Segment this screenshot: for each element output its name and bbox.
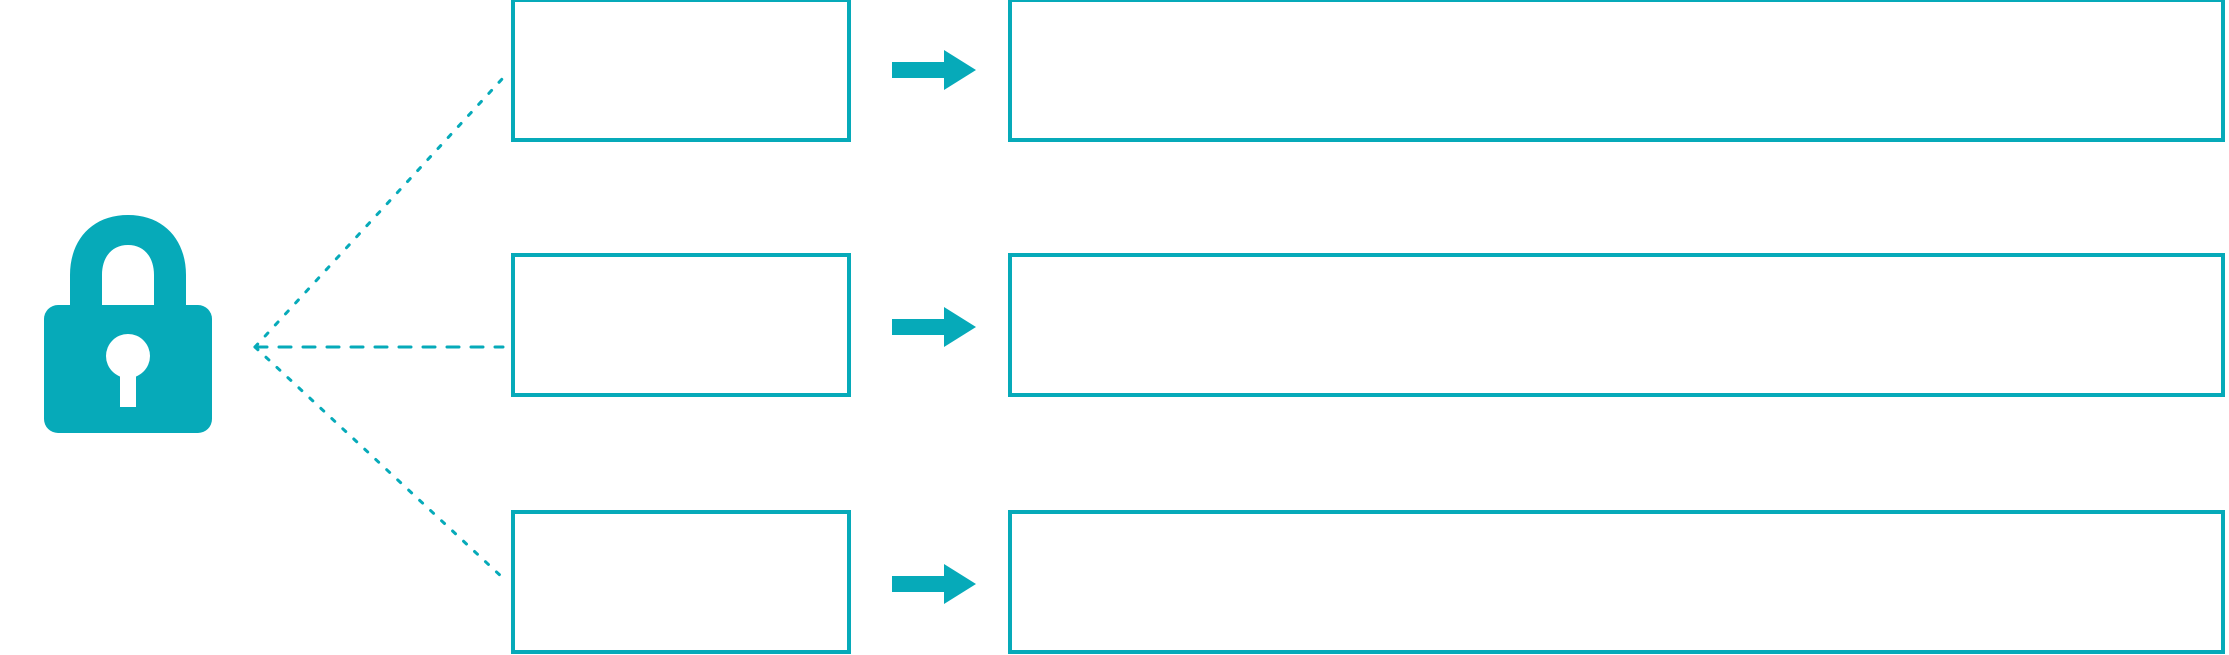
- effect-box-row-2[interactable]: [1008, 253, 2225, 397]
- cause-box-row-3[interactable]: [511, 510, 851, 654]
- effect-text-row-3: [1012, 514, 2221, 534]
- effect-text-row-1: [1012, 2, 2221, 22]
- right-arrow-icon-row-2: [892, 307, 976, 347]
- cause-box-row-1[interactable]: [511, 0, 851, 142]
- cause-text-row-3: [515, 514, 847, 534]
- right-arrow-icon-row-3: [892, 564, 976, 604]
- connector-line-row-1: [253, 76, 505, 349]
- effect-text-row-2: [1012, 257, 2221, 277]
- connector-line-row-3: [253, 345, 505, 580]
- cause-box-row-2[interactable]: [511, 253, 851, 397]
- effect-box-row-1[interactable]: [1008, 0, 2225, 142]
- effect-box-row-3[interactable]: [1008, 510, 2225, 654]
- cause-text-row-1: [515, 2, 847, 22]
- lock-icon: [42, 213, 214, 435]
- right-arrow-icon-row-1: [892, 50, 976, 90]
- cause-text-row-2: [515, 257, 847, 277]
